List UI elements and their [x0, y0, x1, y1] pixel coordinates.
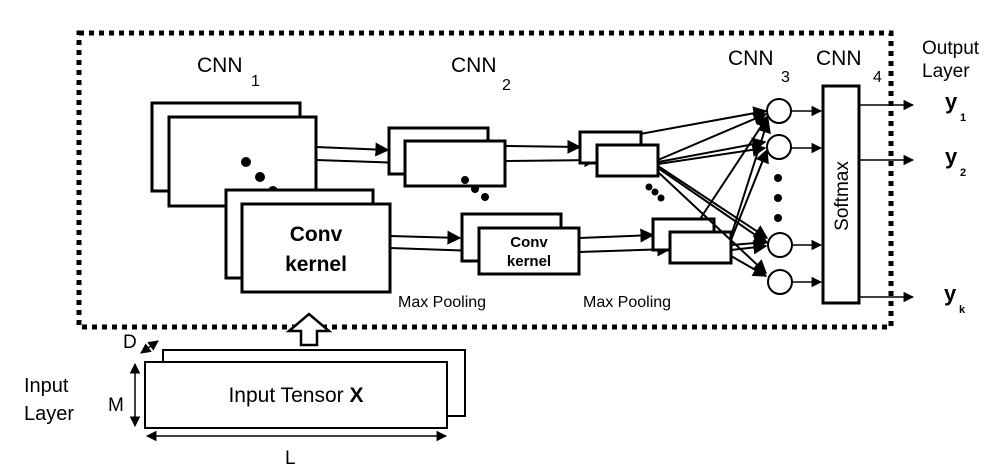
ellipsis-dot [645, 183, 653, 191]
cnn1-to-cnn2-connections [315, 142, 479, 258]
cnn2-kernel-label-2: kernel [507, 253, 551, 270]
output-layer-title-2: Layer [922, 61, 970, 82]
cnn2-map-front-top [403, 139, 507, 188]
neuron-1 [766, 98, 792, 124]
cnn1-subscript: 1 [251, 73, 260, 90]
input-tensor-symbol: X [350, 384, 364, 407]
cnn2-conv-kernel-box [477, 226, 581, 276]
neuron-n-1 [767, 232, 793, 258]
neuron-2 [766, 134, 792, 160]
cnn3-feature-maps [578, 130, 733, 265]
ellipsis-dot [657, 194, 665, 202]
softmax-output-connections [859, 99, 915, 303]
ellipsis-dot [241, 157, 251, 167]
cnn2-kernel-label-1: Conv [510, 234, 548, 251]
softmax-box [821, 84, 861, 305]
input-tensor-front [144, 361, 448, 429]
cnn1-name: CNN [197, 54, 243, 77]
dimension-arrows [129, 340, 448, 442]
cnn3-map-front-top [595, 143, 660, 178]
input-tensor: Input Tensor X [144, 349, 466, 429]
softmax-label: Softmax [832, 161, 853, 231]
cnn3-subscript: 3 [781, 69, 790, 86]
cnn3-neurons [766, 98, 793, 295]
ellipsis-dot [481, 193, 489, 201]
dim-depth-label: D [123, 332, 137, 353]
input-layer-title-2: Layer [24, 403, 74, 425]
neurons-to-softmax-connections [791, 105, 823, 288]
output-y2-subscript: 2 [960, 167, 966, 179]
input-tensor-label: Input Tensor X [228, 384, 363, 407]
output-layer: Output Layer y 1 y 2 y k [922, 38, 980, 316]
ellipsis-dot [255, 172, 265, 182]
max-pooling-label-2: Max Pooling [583, 294, 671, 311]
cnn4-title: CNN 4 [816, 47, 882, 86]
dim-length-label: L [285, 448, 296, 469]
ellipsis-dot [651, 188, 659, 196]
input-tensor-text: Input Tensor [228, 384, 349, 407]
fully-connected-connections [639, 106, 771, 277]
cnn4-name: CNN [816, 47, 862, 70]
output-y1-symbol: y [945, 89, 958, 114]
dim-height-label: M [108, 395, 124, 416]
network-boundary [76, 30, 894, 330]
cnn3-name: CNN [728, 47, 774, 70]
cnn1-conv-kernel-box [240, 202, 392, 294]
cnn1-kernel-label-2: kernel [285, 253, 347, 276]
ellipsis-dot [774, 214, 782, 222]
cnn3-title: CNN 3 [728, 47, 790, 86]
cnn2-subscript: 2 [502, 77, 511, 94]
cnn1-feature-maps: Conv kernel [150, 101, 392, 294]
output-y2-symbol: y [945, 144, 958, 169]
cnn2-name: CNN [451, 54, 497, 77]
cnn4-subscript: 4 [873, 69, 882, 86]
ellipsis-dot [471, 185, 479, 193]
cnn1-kernel-label-1: Conv [290, 223, 343, 246]
cnn2-title: CNN 2 [451, 54, 511, 94]
cnn3-map-front-bottom [668, 230, 733, 265]
input-up-arrow-icon [285, 312, 333, 347]
output-yk-subscript: k [959, 304, 966, 316]
cnn2-feature-maps: Conv kernel [387, 126, 581, 276]
ellipsis-dot [774, 174, 782, 182]
input-layer-title-1: Input [24, 375, 69, 397]
output-y1-subscript: 1 [960, 112, 966, 124]
depth-arrow [140, 340, 159, 354]
cnn1-title: CNN 1 [197, 54, 260, 90]
output-yk-symbol: y [944, 281, 957, 306]
output-layer-title-1: Output [922, 38, 980, 59]
neuron-n [767, 269, 793, 295]
ellipsis-dot [461, 176, 469, 184]
max-pooling-label-1: Max Pooling [398, 294, 486, 311]
ellipsis-dot [774, 194, 782, 202]
